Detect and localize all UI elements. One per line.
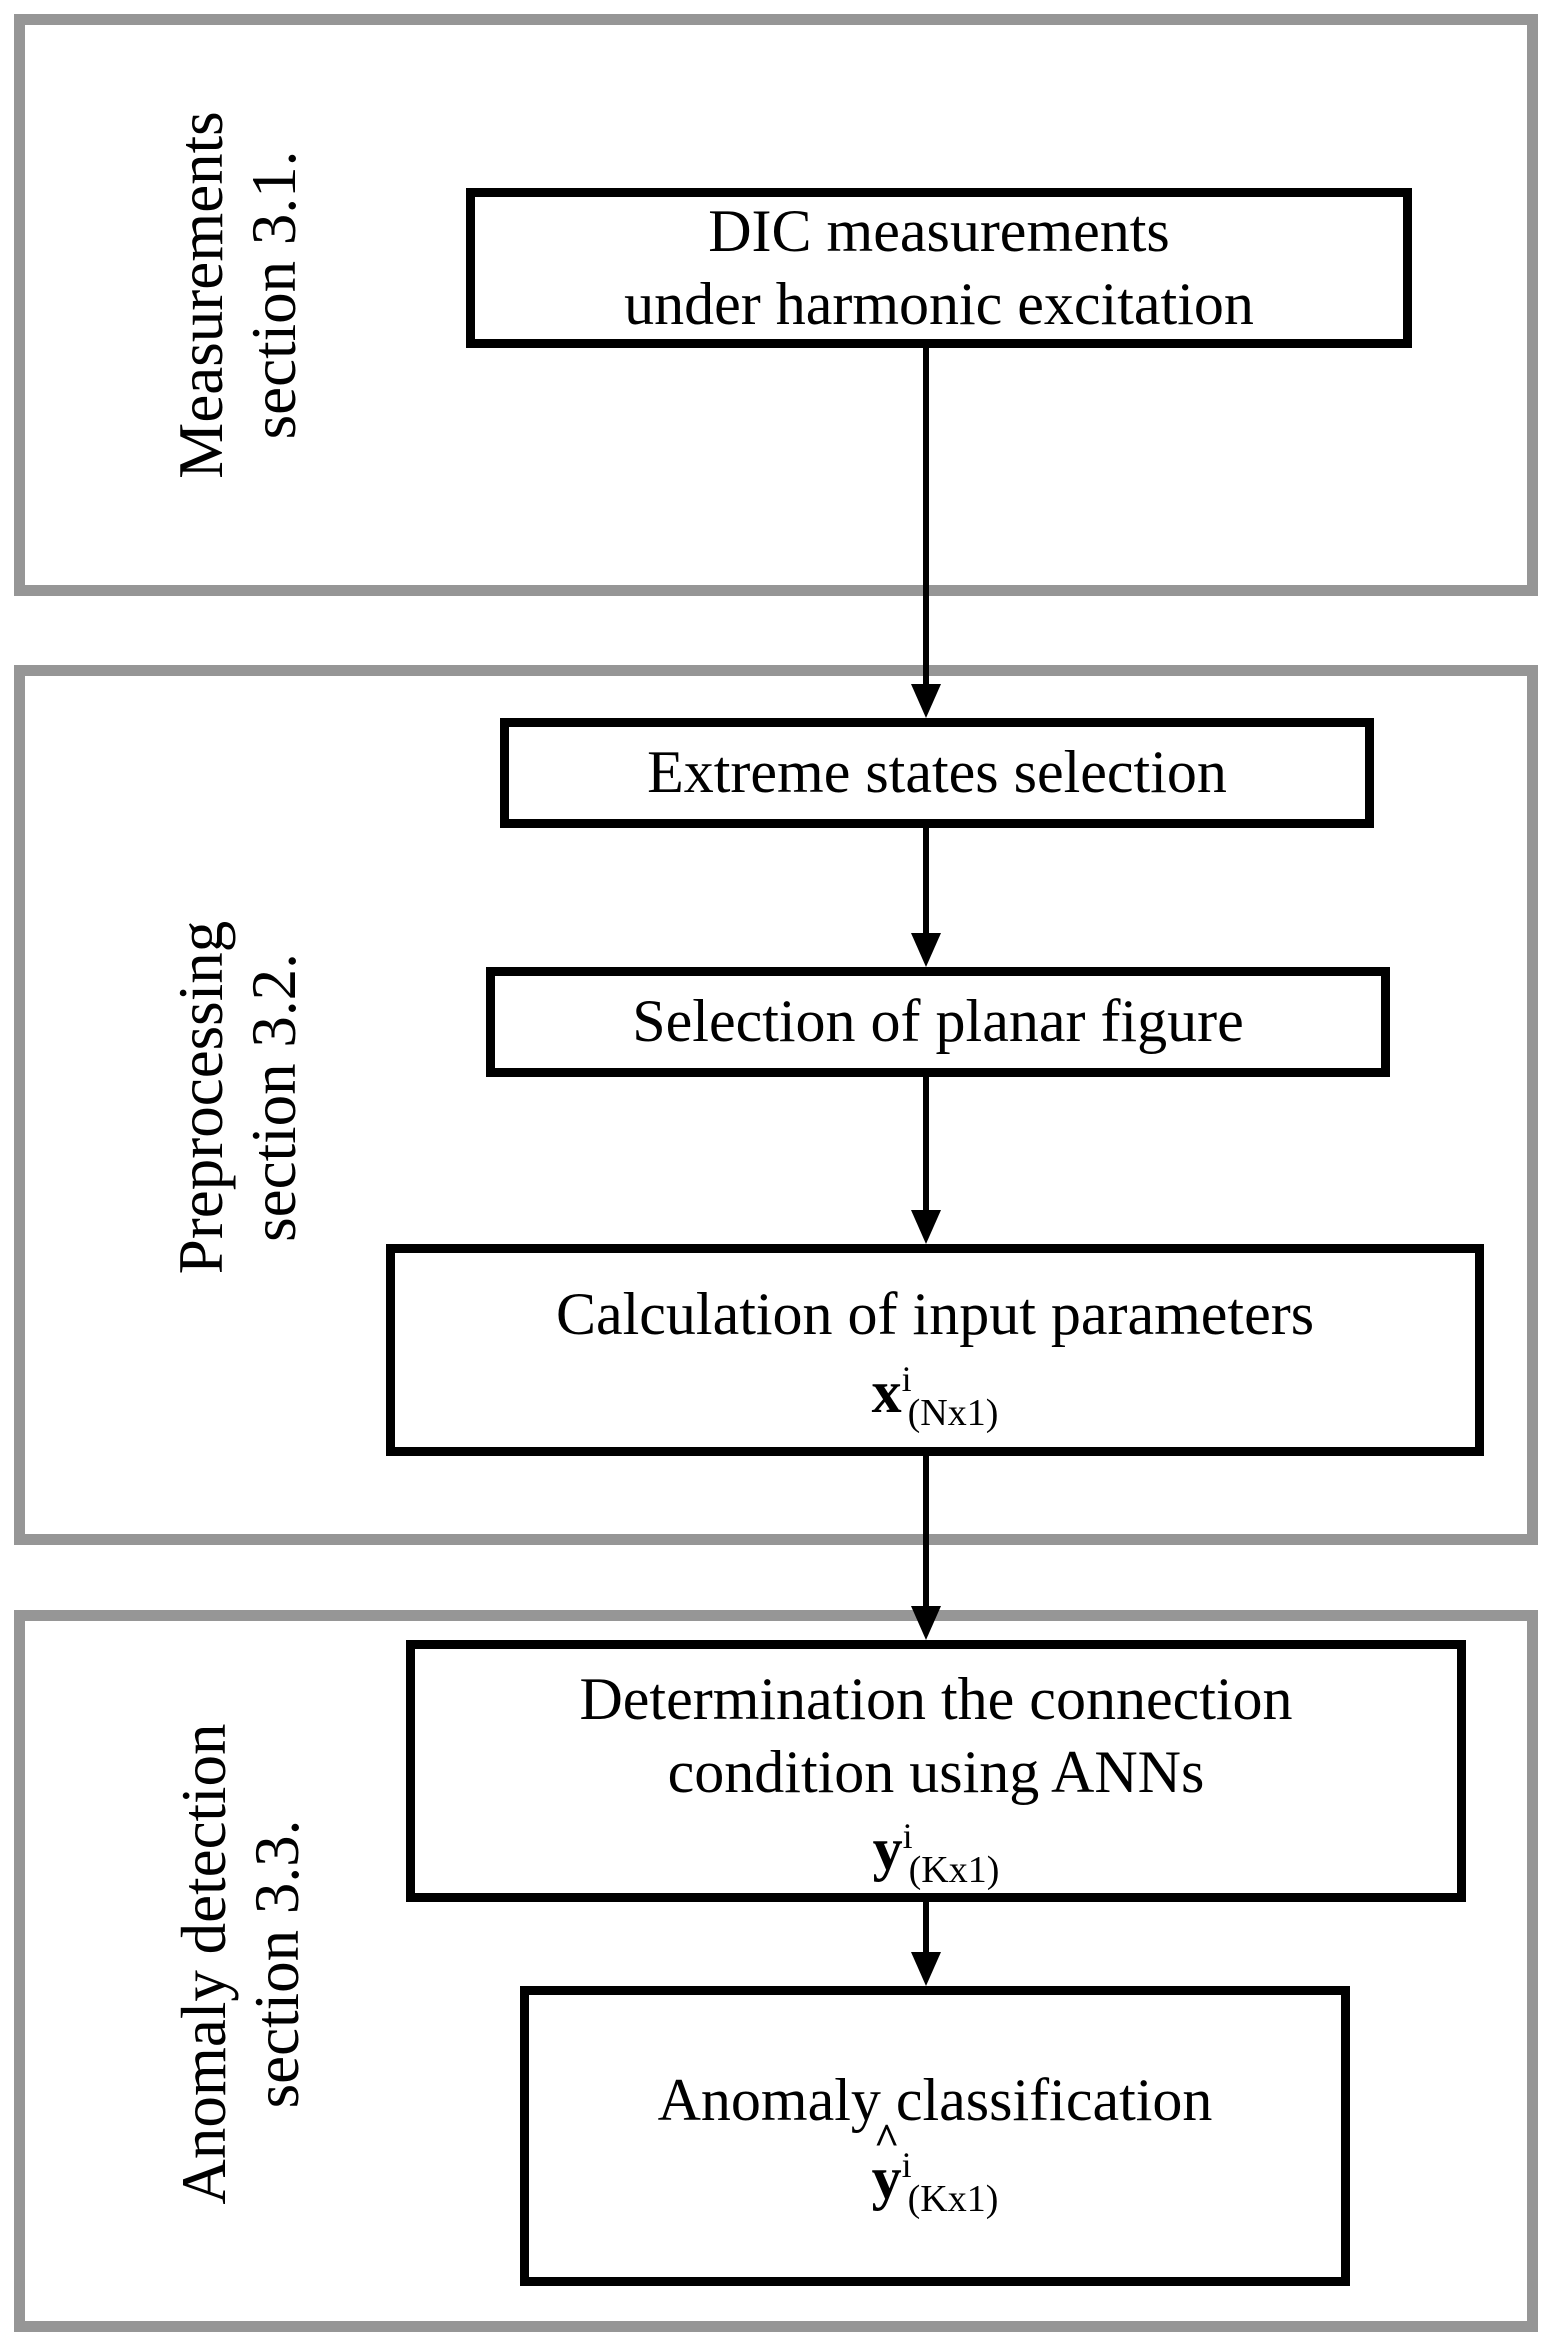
section-label-anomaly-detection: Anomaly detection section 3.3.	[168, 1610, 314, 2318]
math-subscript-dims: (Kx1)	[908, 1849, 1000, 1892]
process-box-calculation-of-input-parameters-line1: Calculation of input parameters	[555, 1281, 1315, 1348]
section-label-measurements-line2: section 3.1.	[239, 150, 310, 440]
process-box-dic-measurements-line2: under harmonic excitation	[624, 271, 1254, 337]
process-box-determination-connection-condition-anns-line1: Determination the connection	[579, 1665, 1293, 1732]
math-superscript-i: i	[901, 1358, 912, 1399]
math-notation-predicted-output-vector: ^yi(Kx1)	[871, 2117, 999, 2218]
math-subscript-dims: (Nx1)	[907, 1391, 999, 1434]
process-box-selection-of-planar-figure: Selection of planar figure	[486, 967, 1390, 1077]
math-variable-y: y	[872, 1816, 903, 1883]
section-frame-preprocessing	[14, 665, 1538, 1545]
process-box-determination-connection-condition-anns: Determination the connection condition u…	[406, 1640, 1466, 1902]
process-box-anomaly-classification: Anomaly classification ^yi(Kx1)	[520, 1986, 1350, 2286]
section-label-anomaly-detection-line2: section 3.3.	[242, 1819, 313, 2109]
section-frame-measurements	[14, 14, 1538, 596]
math-variable-x: x	[871, 1358, 902, 1425]
process-box-determination-connection-condition-anns-line2: condition using ANNs	[667, 1739, 1205, 1805]
math-hatted-variable: ^y	[871, 2117, 902, 2211]
section-label-measurements: Measurements section 3.1.	[165, 15, 311, 575]
math-notation-input-vector: xi(Nx1)	[871, 1358, 999, 1432]
section-label-preprocessing: Preprocessing section 3.2.	[165, 665, 311, 1530]
section-label-preprocessing-line1: Preprocessing	[166, 920, 236, 1275]
section-label-anomaly-detection-line1: Anomaly detection	[169, 1723, 239, 2205]
section-frame-anomaly-detection	[14, 1610, 1538, 2332]
math-superscript-i: i	[902, 1816, 913, 1857]
math-hat-accent: ^	[873, 2114, 900, 2164]
math-superscript-i: i	[901, 2144, 912, 2185]
process-box-extreme-states-selection-line1: Extreme states selection	[647, 739, 1227, 806]
section-label-measurements-line1: Measurements	[166, 111, 236, 479]
math-subscript-dims: (Kx1)	[907, 2177, 999, 2220]
section-label-preprocessing-line2: section 3.2.	[239, 953, 310, 1242]
process-box-extreme-states-selection: Extreme states selection	[500, 718, 1374, 828]
process-box-dic-measurements: DIC measurements under harmonic excitati…	[466, 188, 1412, 348]
process-box-anomaly-classification-line1: Anomaly classification	[657, 2067, 1213, 2134]
process-box-dic-measurements-line1: DIC measurements	[708, 197, 1170, 264]
math-notation-output-vector: yi(Kx1)	[872, 1816, 1000, 1889]
process-box-calculation-of-input-parameters: Calculation of input parameters xi(Nx1)	[386, 1244, 1484, 1456]
math-variable-y: y	[871, 2144, 902, 2211]
process-box-selection-of-planar-figure-line1: Selection of planar figure	[632, 988, 1244, 1055]
